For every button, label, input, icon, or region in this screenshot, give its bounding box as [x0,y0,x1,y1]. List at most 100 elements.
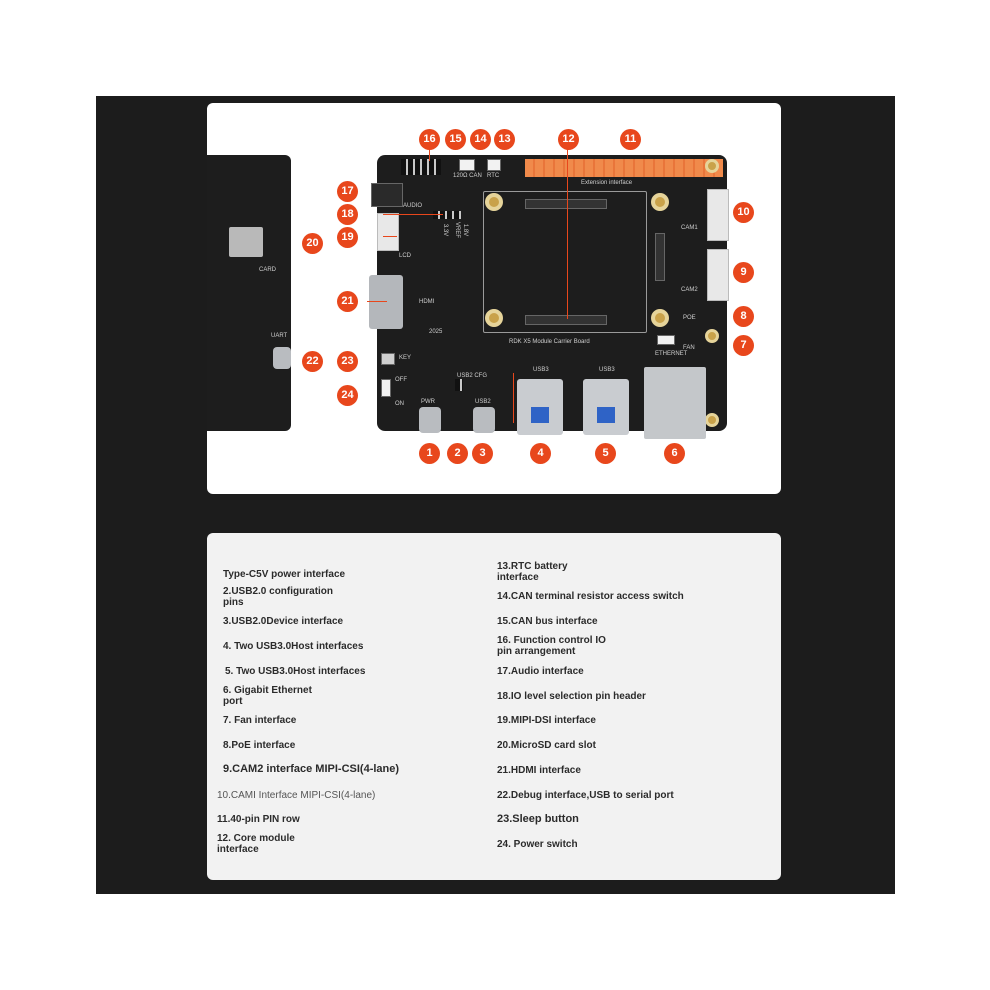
legend-card: Type-C5V power interface 2.USB2.0 config… [207,533,781,880]
legend-item-16: 16. Function control IO pin arrangement [497,635,606,657]
usb3-port-left [517,379,563,435]
legend-item-24: 24. Power switch [497,839,578,850]
legend-item-21: 21.HDMI interface [497,765,581,776]
mount-hole [651,309,669,327]
leader-line [367,301,387,302]
callout-10: 10 [733,202,754,223]
callout-9: 9 [733,262,754,283]
legend-item-15: 15.CAN bus interface [497,616,598,627]
callout-4: 4 [530,443,551,464]
callout-19: 19 [337,227,358,248]
legend-item-7: 7. Fan interface [223,715,297,726]
callout-13: 13 [494,129,515,150]
callout-8: 8 [733,306,754,327]
legend-item-22: 22.Debug interface,USB to serial port [497,790,674,801]
legend-item-23: 23.Sleep button [497,813,579,825]
usb3-port-right [583,379,629,435]
legend-item-1: Type-C5V power interface [223,569,346,580]
callout-20: 20 [302,233,323,254]
callout-14: 14 [470,129,491,150]
silk-can-term: 120Ω CAN [453,173,482,179]
io-level-header [433,211,461,219]
hdmi-port [369,275,403,329]
silk-cam1: CAM1 [681,225,698,231]
mount-hole [705,159,719,173]
silk-pwr: PWR [421,399,435,405]
mount-hole [705,413,719,427]
mount-hole [485,309,503,327]
usb2-typec-port [473,407,495,433]
core-module-socket [483,191,647,333]
leader-line [429,147,430,161]
cam1-fpc-connector [707,189,729,241]
module-connector-side [655,233,665,281]
silk-hdmi: HDMI [419,299,435,305]
silk-io-1v8: 1.8V [462,223,469,237]
lcd-fpc-connector [377,213,399,251]
callout-7: 7 [733,335,754,356]
leader-line [383,214,443,215]
legend-item-17: 17.Audio interface [497,666,584,677]
uart-usb-port [273,347,291,369]
callout-6: 6 [664,443,685,464]
mount-hole [705,329,719,343]
silk-off: OFF [395,377,407,383]
callout-17: 17 [337,181,358,202]
cam2-fpc-connector [707,249,729,301]
module-connector-bottom [525,315,607,325]
microsd-slot [229,227,263,257]
silk-io-vref: VREF [454,221,461,239]
silk-audio: AUDIO [403,203,423,209]
callout-18: 18 [337,204,358,225]
audio-jack [371,183,403,207]
legend-item-12: 12. Core module interface [217,833,295,855]
callout-11: 11 [620,129,641,150]
power-switch [381,379,391,397]
mount-hole [651,193,669,211]
silk-lcd: LCD [399,253,412,259]
legend-item-9: 9.CAM2 interface MIPI-CSI(4-lane) [223,763,400,775]
leader-line [383,236,397,237]
silk-cam2: CAM2 [681,287,698,293]
usb2-cfg-pins [455,379,463,391]
sleep-button [381,353,395,365]
silk-extension: Extension interface [581,180,633,186]
callout-24: 24 [337,385,358,406]
rtc-connector [487,159,501,171]
function-io-header [401,159,441,175]
callout-12: 12 [558,129,579,150]
ethernet-port [644,367,706,439]
silk-usb2: USB2 [475,399,491,405]
callout-1: 1 [419,443,440,464]
legend-item-5: 5. Two USB3.0Host interfaces [225,666,366,677]
pin-header-40 [525,159,723,177]
silk-usb3-left: USB3 [533,367,549,373]
legend-item-6: 6. Gigabit Ethernet port [223,685,312,707]
legend-item-8: 8.PoE interface [223,740,296,751]
callout-2: 2 [447,443,468,464]
leader-line [567,149,568,319]
silk-usb2-cfg: USB2 CFG [457,373,488,379]
can-connector [459,159,475,171]
legend-item-11: 11.40-pin PIN row [217,814,300,825]
callout-16: 16 [419,129,440,150]
silk-usb3-right: USB3 [599,367,615,373]
legend-item-3: 3.USB2.0Device interface [223,616,344,627]
legend-item-19: 19.MIPI-DSI interface [497,715,596,726]
silk-card: CARD [259,267,277,273]
silk-fan: FAN [683,345,695,351]
silk-key: KEY [399,355,412,361]
silk-year: 2025 [429,329,443,335]
callout-3: 3 [472,443,493,464]
legend-item-13: 13.RTC battery interface [497,561,568,583]
legend-item-10: 10.CAMI Interface MIPI-CSI(4-lane) [217,790,376,801]
silk-ethernet: ETHERNET [655,351,688,357]
leader-line [513,373,514,423]
fan-connector [657,335,675,345]
power-typec-port [419,407,441,433]
legend-item-18: 18.IO level selection pin header [497,691,646,702]
board-underside [207,155,291,431]
legend-item-14: 14.CAN terminal resistor access switch [497,591,684,602]
mount-hole [485,193,503,211]
silk-rtc: RTC [487,173,500,179]
